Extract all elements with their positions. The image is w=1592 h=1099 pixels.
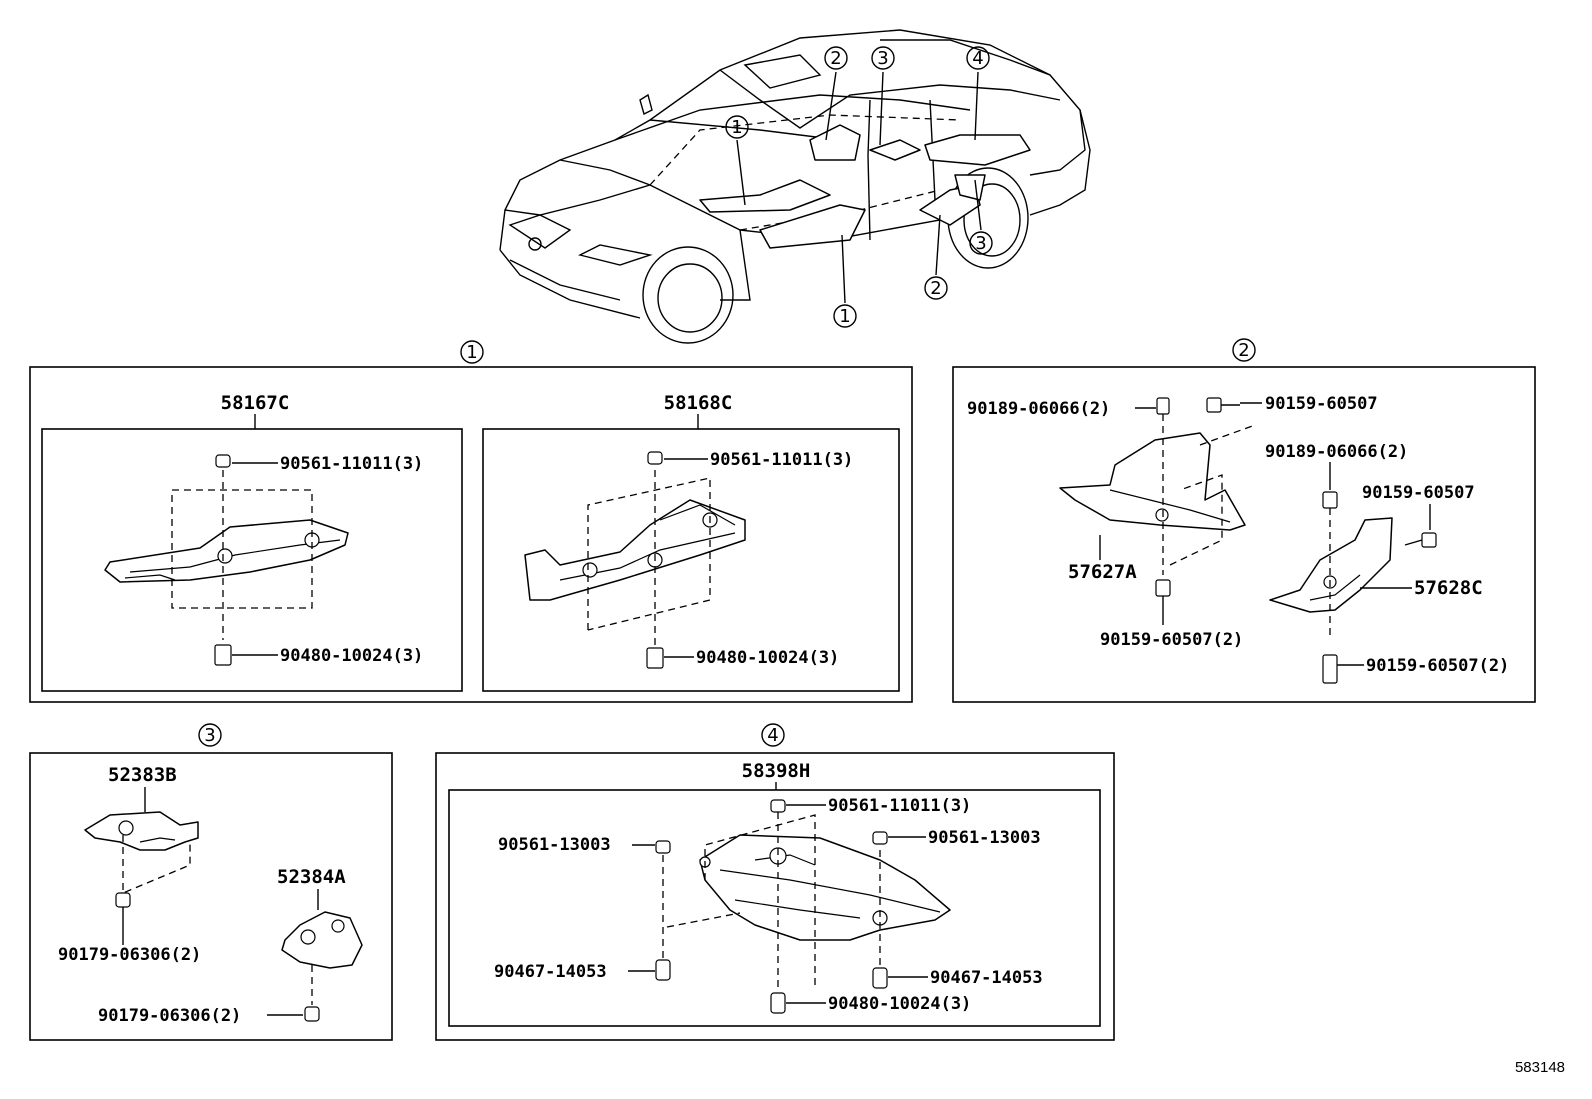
overview-callout-2a: 2 <box>824 46 848 70</box>
cover-52384a <box>281 911 363 969</box>
overview-callout-1b: 1 <box>833 304 857 328</box>
fastener-label: 90159-60507 <box>1265 394 1378 414</box>
panel-58168c <box>482 428 900 692</box>
overview-callout-3a: 3 <box>871 46 895 70</box>
svg-text:2: 2 <box>930 278 941 299</box>
part-52384a-label: 52384A <box>277 866 346 888</box>
clip-90561-13003-icon <box>872 831 888 845</box>
part-58167c-label: 58167C <box>221 392 290 414</box>
group-3: 3 52383B 90179-06306(2) 52384A 90179-063… <box>29 723 393 1041</box>
clip-90561-13003-icon <box>655 840 671 854</box>
group-1: 1 58167C 90561-11011(3) 90480-10024(3) 5… <box>29 340 913 703</box>
bolt-90179-06306-icon <box>304 1006 320 1022</box>
part-58398h-label: 58398H <box>742 760 811 782</box>
bolt-90159-60507-icon <box>1206 397 1240 413</box>
part-52383b-label: 52383B <box>108 764 177 786</box>
fastener-label: 90561-13003 <box>928 828 1041 848</box>
fastener-label: 90480-10024(3) <box>696 648 839 668</box>
fastener-label: 90189-06066(2) <box>1265 442 1408 462</box>
group-3-marker: 3 <box>198 723 222 747</box>
fastener-label: 90561-13003 <box>498 835 611 855</box>
bolt-90480-10024-icon <box>646 647 664 669</box>
bolt-90480-10024-icon <box>770 992 786 1014</box>
overview-callout-4: 4 <box>966 46 990 70</box>
clip-90561-11011-icon <box>215 454 231 468</box>
bolt-90159-60507-icon <box>1155 579 1171 597</box>
under-cover-58398h <box>699 834 951 941</box>
svg-text:2: 2 <box>830 48 841 69</box>
svg-text:3: 3 <box>877 48 888 69</box>
fastener-label: 90561-11011(3) <box>710 450 853 470</box>
group-1-frame <box>29 366 913 703</box>
svg-text:3: 3 <box>975 233 986 254</box>
shield-57628c <box>1269 517 1393 613</box>
group-1-marker: 1 <box>460 340 484 364</box>
svg-text:4: 4 <box>972 48 983 69</box>
svg-text:4: 4 <box>767 725 778 746</box>
fastener-label: 90179-06306(2) <box>98 1006 241 1026</box>
cover-52383b <box>84 811 199 851</box>
under-cover-58168c <box>524 499 746 601</box>
shield-57627a <box>1059 432 1246 531</box>
clip-90189-06066-icon <box>1322 491 1338 509</box>
group-4-marker: 4 <box>761 723 785 747</box>
fastener-label: 90159-60507(2) <box>1366 656 1509 676</box>
fastener-label: 90159-60507 <box>1362 483 1475 503</box>
fastener-label: 90467-14053 <box>930 968 1043 988</box>
fastener-label: 90480-10024(3) <box>280 646 423 666</box>
overview-callout-3b: 3 <box>969 231 993 255</box>
bolt-90467-14053-icon <box>655 959 671 981</box>
car-overview: 1 2 3 4 1 2 3 <box>499 29 1091 344</box>
panel-58167c <box>41 428 463 692</box>
bolt-90179-06306-icon <box>115 892 131 908</box>
part-57627a-label: 57627A <box>1068 561 1137 583</box>
group-3-frame <box>29 752 393 1041</box>
part-57628c-label: 57628C <box>1414 577 1483 599</box>
panel-58398h <box>448 789 1101 1027</box>
bolt-90159-60507-icon <box>1404 532 1437 548</box>
svg-text:2: 2 <box>1238 340 1249 361</box>
svg-text:1: 1 <box>466 342 477 363</box>
diagram-id: 583148 <box>1515 1059 1565 1076</box>
group-4-frame <box>435 752 1115 1041</box>
bolt-90480-10024-icon <box>214 644 232 666</box>
fastener-label: 90189-06066(2) <box>967 399 1110 419</box>
fastener-label: 90561-11011(3) <box>280 454 423 474</box>
clip-90561-11011-icon <box>647 451 663 465</box>
svg-text:3: 3 <box>204 725 215 746</box>
clip-90561-11011-icon <box>770 799 786 813</box>
clip-90189-06066-icon <box>1156 397 1170 415</box>
bolt-90467-14053-icon <box>872 967 888 989</box>
fastener-label: 90159-60507(2) <box>1100 630 1243 650</box>
fastener-label: 90480-10024(3) <box>828 994 971 1014</box>
svg-text:1: 1 <box>731 117 742 138</box>
fastener-label: 90179-06306(2) <box>58 945 201 965</box>
overview-callout-1a: 1 <box>725 115 749 139</box>
overview-callout-2b: 2 <box>924 276 948 300</box>
group-4: 4 58398H 90561-11011(3) 90561-13003 <box>435 723 1115 1041</box>
group-2-frame <box>952 366 1536 703</box>
group-2: 2 90189-06066(2) 90159-60507 57627A 9015… <box>952 338 1536 703</box>
part-58168c-label: 58168C <box>664 392 733 414</box>
fastener-label: 90561-11011(3) <box>828 796 971 816</box>
fastener-label: 90467-14053 <box>494 962 607 982</box>
group-2-marker: 2 <box>1232 338 1256 362</box>
svg-text:1: 1 <box>839 306 850 327</box>
bolt-90159-60507-icon <box>1322 654 1338 684</box>
